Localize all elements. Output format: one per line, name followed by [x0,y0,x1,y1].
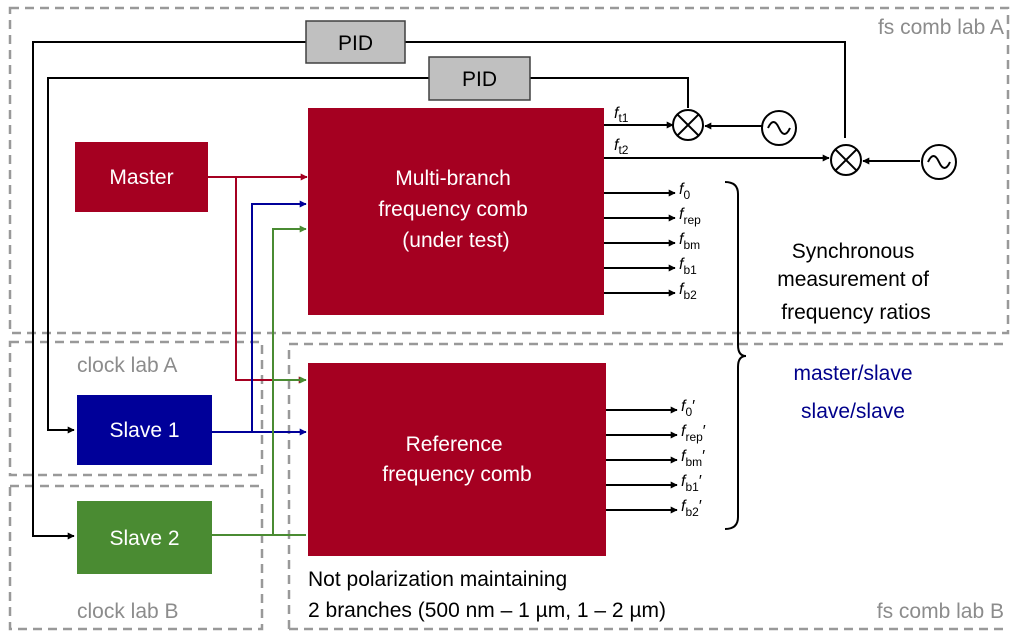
comb-under-test-box [308,108,604,315]
ref-output-sub-rep: rep [685,430,703,444]
oscillator-1 [761,110,797,146]
slave1-box [77,395,212,465]
ref-output-label-bm: fbm′ [681,448,705,469]
test-output-sub-b1: b1 [683,263,697,277]
reference-comb-box [308,363,606,556]
master-label: Master [109,166,173,189]
reference-comb-line1: Reference [406,433,503,456]
slave2-signal-wires [212,225,307,536]
test-output-sub-0: 0 [683,188,690,202]
measurement-line2: measurement of [777,268,929,291]
slave1-to-comb-test-arrow [251,200,307,432]
comb-under-test-line2: frequency comb [378,198,527,221]
test-output-label-0: f0 [679,181,690,202]
ref-output-label-0: f0′ [681,398,695,419]
slave1-label: Slave 1 [109,419,179,442]
ref-output-prime-rep: ′ [703,423,706,440]
pid-box-2-label: PID [462,68,497,91]
ref-output-prime-b1: ′ [699,473,702,490]
measurement-line1: Synchronous [792,240,915,263]
comb-under-test-line1: Multi-branch [395,167,511,190]
oscillator-2 [921,144,957,180]
test-output-sub-b2: b2 [683,288,697,302]
clock-lab-b-region [8,484,264,631]
measurement-line3: frequency ratios [781,301,930,324]
pid-box-1 [305,20,406,64]
ft2-label: ft2 [614,137,629,157]
beat-detection [604,121,920,165]
reference-comb-outputs: f0′frep′fbm′fb1′fb2′ [606,398,706,519]
mixer-1-cross-b [676,113,700,137]
ft2-sub: t2 [618,143,628,157]
fs-comb-lab-a-label: fs comb lab A [878,16,1004,39]
measurement-brace [724,181,747,530]
master-to-ref-path-a [235,177,306,384]
clock-lab-a-region [8,340,264,477]
ratio-master-slave: master/slave [793,362,912,385]
ref-output-sym-b1: f [681,473,687,490]
test-output-sym-0: f [679,181,685,198]
reference-comb-line2: frequency comb [382,463,531,486]
measurement-label: Synchronous measurement of frequency rat… [777,240,935,324]
ref-output-label-rep: frep′ [681,423,706,444]
ref-output-sym-b2: f [681,498,687,515]
ref-output-sym-0: f [681,398,687,415]
test-output-sym-bm: f [679,231,685,248]
ft2-sym: f [614,137,620,154]
comb-under-test-label: Multi-branch frequency comb (under test) [378,167,533,252]
ft1-sym: f [614,105,620,122]
mixer-1 [672,109,704,141]
ratio-slave-slave: slave/slave [801,400,905,423]
ft1-sub: t1 [618,111,628,125]
slave2-label: Slave 2 [109,527,179,550]
test-output-label-b2: fb2 [679,281,697,302]
master-signal-wires [208,173,308,384]
test-output-sym-b2: f [679,281,685,298]
oscillator-1-sine [767,121,791,135]
mixer-2 [830,144,862,176]
slave2-to-comb-test-arrow [272,225,307,535]
clock-lab-a-label: clock lab A [77,354,177,377]
oscillator-2-sine [927,155,951,169]
ref-output-label-b2: fb2′ [681,498,702,519]
clock-lab-b-label: clock lab B [77,600,179,623]
fs-comb-lab-b-label: fs comb lab B [877,600,1004,623]
ref-output-sym-bm: f [681,448,687,465]
reference-comb-label: Reference frequency comb [382,433,531,486]
test-output-sym-b1: f [679,256,685,273]
test-output-label-rep: frep [679,206,701,227]
comb-under-test-line3: (under test) [402,229,509,252]
test-output-label-bm: fbm [679,231,700,252]
ref-output-prime-bm: ′ [702,448,705,465]
ref-output-sub-b2: b2 [685,505,699,519]
ref-output-sub-0: 0 [685,405,692,419]
ref-output-prime-b2: ′ [699,498,702,515]
test-output-sub-bm: bm [683,238,700,252]
test-output-label-b1: fb1 [679,256,697,277]
note-line2: 2 branches (500 nm – 1 µm, 1 – 2 µm) [308,599,666,622]
slave1-signal-wires [212,200,307,436]
slave2-box [77,501,212,574]
ref-output-sub-b1: b1 [685,480,699,494]
master-box [75,142,208,212]
fs-comb-lab-a-region [8,6,1010,335]
note-line1: Not polarization maintaining [308,568,567,591]
test-output-sub-rep: rep [683,213,701,227]
ref-output-sub-bm: bm [685,455,702,469]
ref-output-prime-0: ′ [692,398,695,415]
pid-box-1-label: PID [338,32,373,55]
ref-output-label-b1: fb1′ [681,473,702,494]
test-output-sym-rep: f [679,206,685,223]
ft1-label: ft1 [614,105,629,125]
pid-box-2 [428,56,531,101]
ref-output-sym-rep: f [681,423,687,440]
mixer-2-cross-b [834,148,858,172]
